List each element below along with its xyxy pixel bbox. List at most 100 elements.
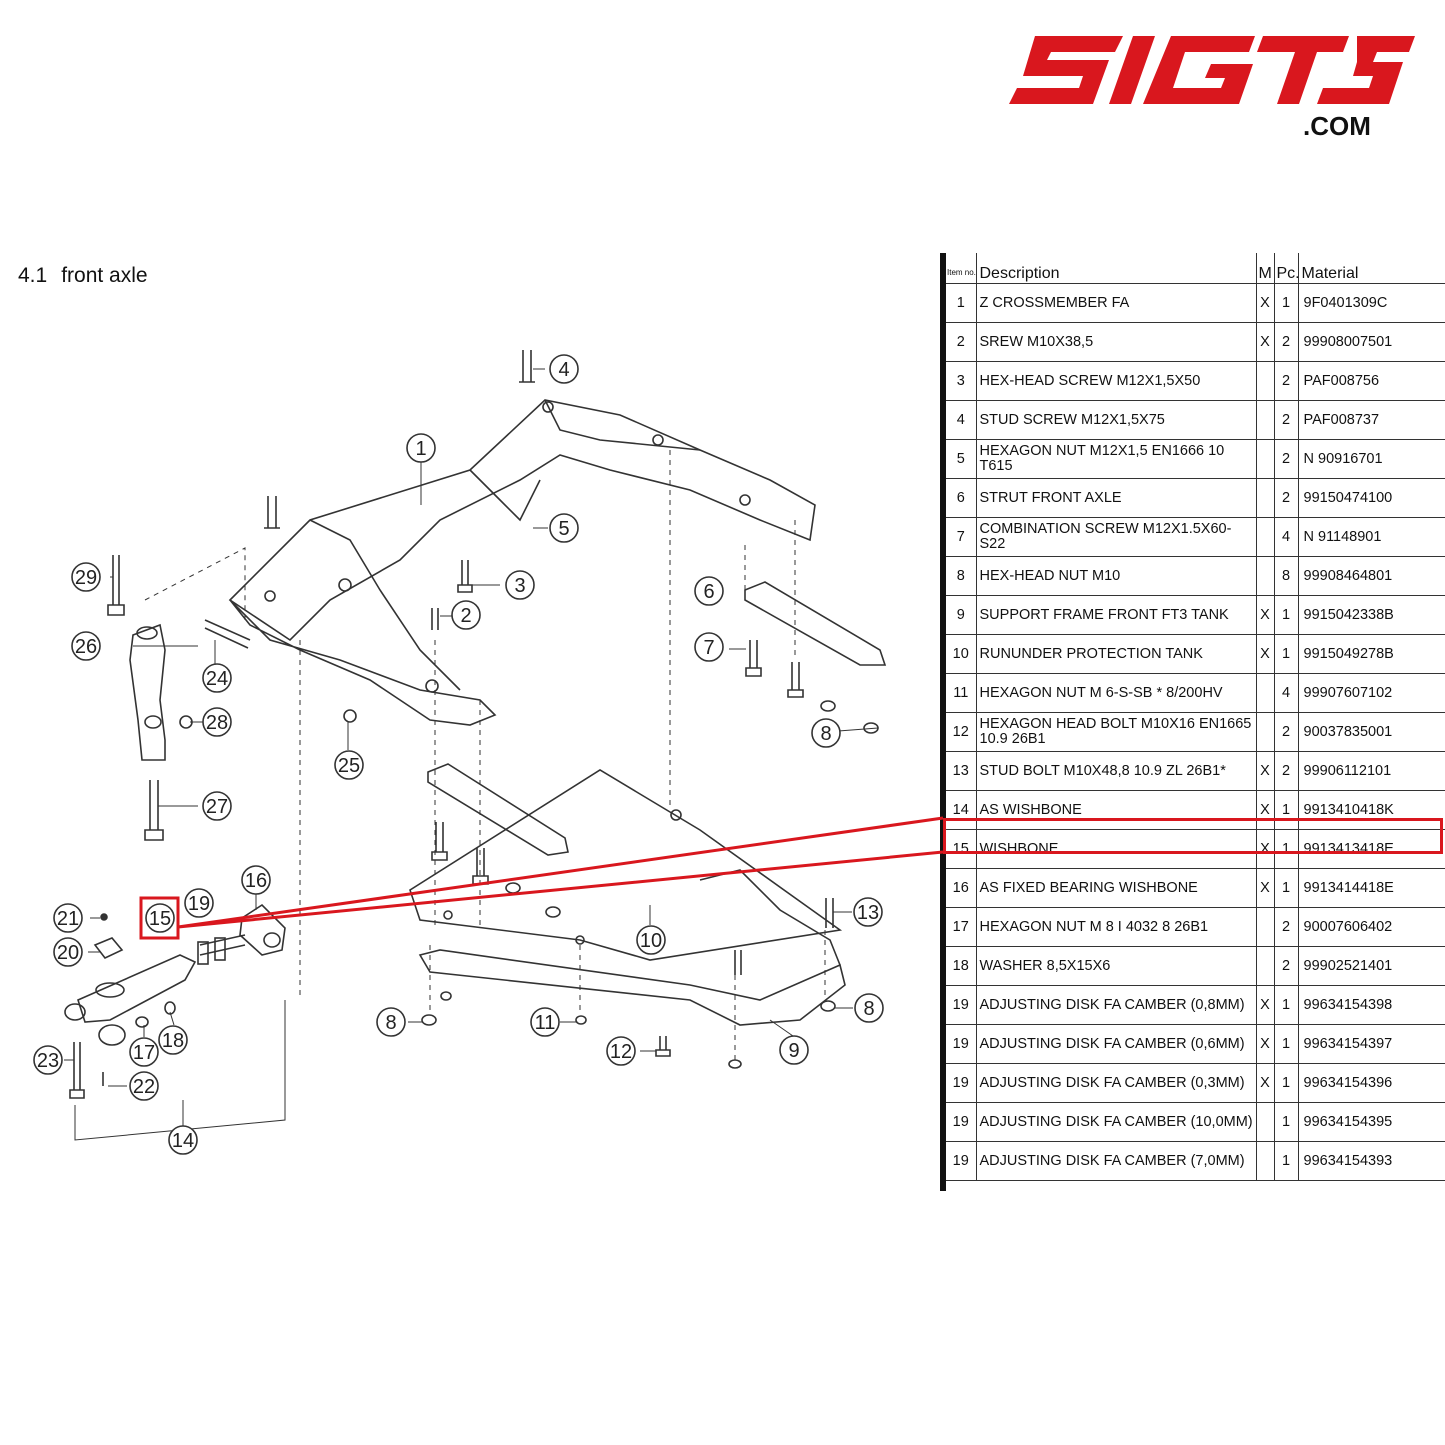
header-description: Description: [976, 253, 1257, 284]
row-item-no: 16: [946, 868, 977, 908]
callout-15-label: 15: [149, 908, 171, 930]
row-description: ADJUSTING DISK FA CAMBER (0,6MM): [976, 1024, 1257, 1064]
callout-9: 9: [788, 1040, 799, 1062]
callout-labels: [33, 354, 884, 1155]
row-m-flag: X: [1256, 634, 1275, 674]
row-material-no: 99907607102: [1298, 673, 1445, 713]
row-pc-qty: 1: [1274, 829, 1299, 869]
callout-27: 27: [206, 796, 228, 818]
row-item-no: 6: [946, 478, 977, 518]
row-material-no: 90037835001: [1298, 712, 1445, 752]
row-description: SUPPORT FRAME FRONT FT3 TANK: [976, 595, 1257, 635]
header-material: Material: [1298, 253, 1445, 284]
row-pc-qty: 2: [1274, 439, 1299, 479]
row-m-flag: X: [1256, 868, 1275, 908]
row-pc-qty: 1: [1274, 1063, 1299, 1103]
row-m-flag: [1256, 712, 1275, 752]
row-pc-qty: 1: [1274, 283, 1299, 323]
row-pc-qty: 1: [1274, 1102, 1299, 1142]
callout-26: 26: [75, 636, 97, 658]
row-description: ADJUSTING DISK FA CAMBER (10,0MM): [976, 1102, 1257, 1142]
callout-23: 23: [37, 1050, 59, 1072]
row-item-no: 17: [946, 907, 977, 947]
row-material-no: PAF008756: [1298, 361, 1445, 401]
callout-4: 4: [558, 359, 569, 381]
row-material-no: 99906112101: [1298, 751, 1445, 791]
row-item-no: 7: [946, 517, 977, 557]
callout-1: 1: [415, 438, 426, 460]
row-pc-qty: 1: [1274, 1024, 1299, 1064]
row-pc-qty: 4: [1274, 673, 1299, 713]
callout-24: 24: [206, 668, 228, 690]
row-description: HEX-HEAD NUT M10: [976, 556, 1257, 596]
callout-18: 18: [162, 1030, 184, 1052]
row-m-flag: [1256, 1102, 1275, 1142]
callout-29: 29: [75, 567, 97, 589]
header-pc: Pc.: [1274, 253, 1300, 284]
row-pc-qty: 1: [1274, 634, 1299, 674]
strut-part: [744, 581, 887, 666]
row-description: RUNUNDER PROTECTION TANK: [976, 634, 1257, 674]
section-title: front axle: [61, 264, 148, 287]
callout-6: 6: [703, 581, 714, 603]
row-m-flag: X: [1256, 985, 1275, 1025]
row-description: HEX-HEAD SCREW M12X1,5X50: [976, 361, 1257, 401]
row-material-no: 9F0401309C: [1298, 283, 1445, 323]
row-item-no: 13: [946, 751, 977, 791]
row-item-no: 14: [946, 790, 977, 830]
row-material-no: 99634154397: [1298, 1024, 1445, 1064]
callout-28: 28: [206, 712, 228, 734]
rununder-plate-part: [409, 769, 843, 961]
callout-8b: 8: [863, 998, 874, 1020]
row-m-flag: X: [1256, 1024, 1275, 1064]
row-item-no: 19: [946, 1024, 977, 1064]
row-m-flag: [1256, 946, 1275, 986]
row-pc-qty: 1: [1274, 985, 1299, 1025]
header-m: M: [1256, 253, 1275, 284]
row-m-flag: X: [1256, 1063, 1275, 1103]
row-material-no: PAF008737: [1298, 400, 1445, 440]
row-item-no: 19: [946, 1102, 977, 1142]
row-item-no: 19: [946, 1063, 977, 1103]
callout-8a: 8: [820, 723, 831, 745]
row-description: STRUT FRONT AXLE: [976, 478, 1257, 518]
callout-10: 10: [640, 930, 662, 952]
row-item-no: 12: [946, 712, 977, 752]
row-m-flag: [1256, 400, 1275, 440]
callout-22: 22: [133, 1076, 155, 1098]
header-item-no: Item no.: [946, 253, 977, 284]
exploded-parts-diagram: 1 2 3 4 5 6 7 8 8 8 9 10 11 12 13 14 15 …: [33, 350, 887, 1155]
callout-12: 12: [610, 1041, 632, 1063]
row-material-no: 99634154396: [1298, 1063, 1445, 1103]
row-item-no: 8: [946, 556, 977, 596]
row-description: AS FIXED BEARING WISHBONE: [976, 868, 1257, 908]
row-description: HEXAGON HEAD BOLT M10X16 EN1665 10.9 26B…: [976, 712, 1257, 752]
row-item-no: 18: [946, 946, 977, 986]
table-header-row: Item no. Description M Pc. Material: [946, 253, 1445, 284]
row-m-flag: [1256, 439, 1275, 479]
highlight-row-box: [943, 818, 1443, 854]
row-item-no: 9: [946, 595, 977, 635]
callout-14: 14: [172, 1130, 194, 1152]
row-description: ADJUSTING DISK FA CAMBER (0,3MM): [976, 1063, 1257, 1103]
row-m-flag: X: [1256, 751, 1275, 791]
row-material-no: N 90916701: [1298, 439, 1445, 479]
callout-13: 13: [857, 902, 879, 924]
wishbone-part: [77, 954, 197, 1023]
row-m-flag: X: [1256, 322, 1275, 362]
